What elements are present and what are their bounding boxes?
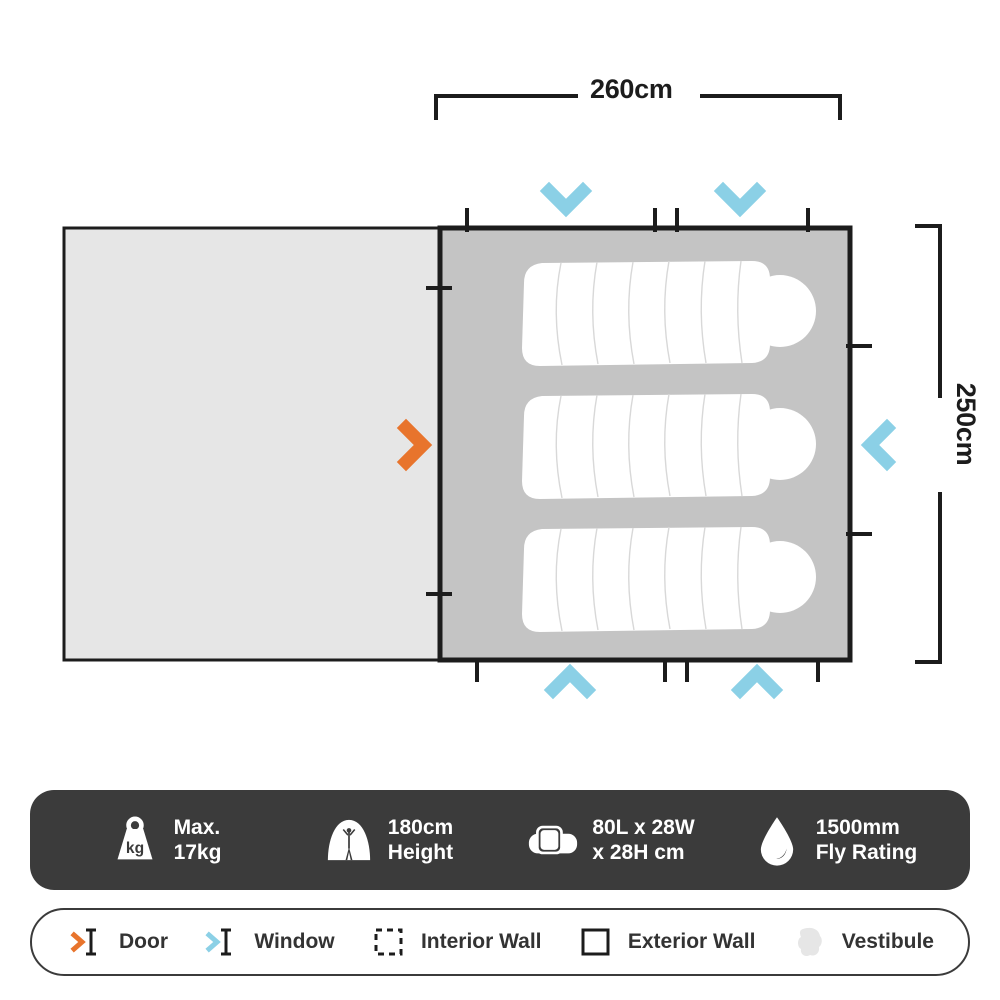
sleeping-bag — [522, 393, 816, 499]
sleeping-bag-group — [522, 260, 816, 632]
spec-text-weight: Max. 17kg — [174, 815, 222, 865]
legend-label-vestibule: Vestibule — [841, 930, 934, 953]
vestibule-region — [62, 226, 442, 662]
tent-person-height-icon — [324, 813, 374, 867]
spec-text-flyrating: 1500mm Fly Rating — [816, 815, 918, 865]
spec-item-flyrating: 1500mm Fly Rating — [723, 813, 946, 867]
legend-item-exterior-wall: Exterior Wall — [575, 925, 756, 959]
spec-item-height: 180cm Height — [277, 813, 500, 867]
legend-item-vestibule: Vestibule — [789, 925, 934, 959]
legend-item-window: Window — [201, 925, 335, 959]
tent-floor-plan — [62, 94, 942, 700]
right-dimension-bracket — [915, 224, 942, 664]
spec-item-packsize: 80L x 28W x 28H cm — [500, 813, 723, 867]
legend-item-interior-wall: Interior Wall — [368, 925, 542, 959]
water-droplet-icon — [752, 813, 802, 867]
legend-label-exterior-wall: Exterior Wall — [627, 930, 756, 953]
spec-line-1: 80L x 28W — [592, 816, 695, 839]
legend-label-window: Window — [254, 930, 335, 953]
window-marker-icon — [539, 181, 593, 218]
spec-text-height: 180cm Height — [388, 815, 453, 865]
window-marker-icon — [860, 418, 897, 472]
exterior-wall-icon — [575, 925, 617, 959]
spec-line-1: 1500mm — [815, 816, 900, 839]
vestibule-icon — [789, 925, 831, 959]
window-marker-icon — [543, 663, 597, 700]
door-marker-icon — [396, 418, 433, 472]
sleeping-bag — [522, 526, 816, 632]
top-dimension-label: 260cm — [590, 74, 673, 104]
spec-line-2: x 28H cm — [592, 841, 685, 864]
right-dimension-label: 250cm — [951, 382, 981, 466]
spec-line-1: 180cm — [387, 816, 454, 839]
spec-line-2: Height — [387, 841, 454, 864]
specs-info-bar: kg Max. 17kg 180cm Height — [30, 790, 970, 890]
legend-bar: Door Window Interior Wall Ext — [30, 908, 970, 976]
weight-kg-icon: kg — [110, 813, 160, 867]
spec-item-weight: kg Max. 17kg — [54, 813, 277, 867]
legend-item-door: Door — [66, 925, 168, 959]
legend-label-door: Door — [119, 930, 168, 953]
window-marker-icon — [730, 663, 784, 700]
svg-text:kg: kg — [125, 840, 143, 857]
window-marker-icon — [713, 181, 767, 218]
spec-line-2: 17kg — [173, 841, 222, 864]
spec-text-packsize: 80L x 28W x 28H cm — [592, 815, 694, 865]
top-dimension-bracket — [434, 94, 842, 120]
duffel-bag-icon — [528, 813, 578, 867]
legend-label-interior-wall: Interior Wall — [420, 930, 542, 953]
spec-line-2: Fly Rating — [815, 841, 918, 864]
wall-opening-ticks — [426, 208, 872, 682]
window-marker-icon — [201, 925, 243, 959]
window-marker-group — [539, 181, 897, 700]
door-marker-icon — [66, 925, 108, 959]
spec-line-1: Max. — [173, 816, 221, 839]
sleeping-bag — [522, 260, 816, 366]
interior-wall-icon — [368, 925, 410, 959]
